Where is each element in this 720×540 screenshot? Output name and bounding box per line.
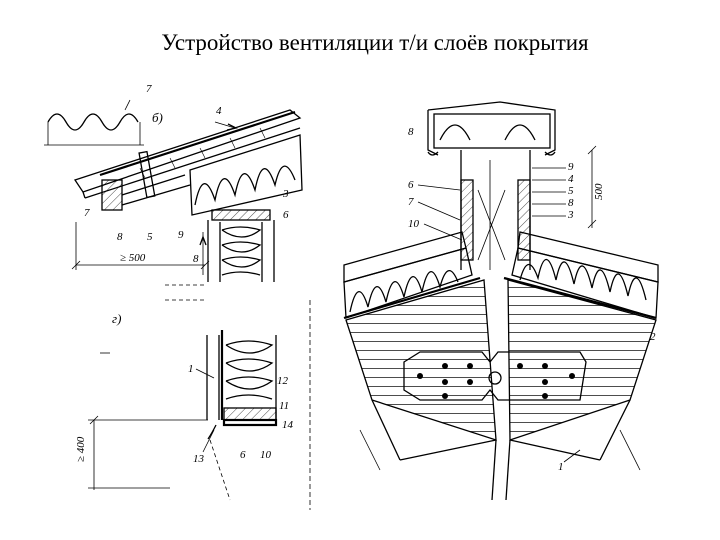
label-b-6: 6 (283, 209, 289, 221)
label-r-3: 3 (567, 209, 574, 221)
label-g-1: 1 (188, 363, 194, 375)
label-b-4: 4 (216, 105, 222, 117)
panel-label-b: б) (152, 110, 163, 125)
label-b-3: 3 (282, 188, 289, 200)
label-r-2: 2 (650, 331, 656, 343)
label-g-11: 11 (279, 400, 289, 412)
label-r-8b: 8 (568, 197, 574, 209)
detail-b: 7 б) 4 3 6 7 8 5 9 8 (44, 83, 303, 301)
ridge-detail: 8 9 4 5 8 3 500 6 7 10 (343, 101, 659, 501)
panel-label-g: г) (112, 311, 121, 326)
dimension-g: ≥ 400 (75, 436, 87, 462)
label-b-7b: 7 (84, 207, 90, 219)
detail-g: г) 1 12 11 14 13 6 10 ≥ 400 (75, 300, 311, 510)
label-b-7a: 7 (146, 83, 152, 95)
label-r-6: 6 (408, 179, 414, 191)
label-g-14: 14 (282, 419, 294, 431)
label-r-4: 4 (568, 173, 574, 185)
connection-plate (403, 351, 587, 401)
label-r-9: 9 (568, 161, 574, 173)
label-r-10: 10 (408, 218, 420, 230)
insulation-waves (194, 165, 296, 206)
label-b-5: 5 (147, 231, 153, 243)
label-g-13: 13 (193, 453, 205, 465)
label-g-10: 10 (260, 449, 272, 461)
diagram-title: Устройство вентиляции т/и слоёв покрытия (161, 30, 589, 55)
label-b-8b: 8 (193, 253, 199, 265)
label-r-5: 5 (568, 185, 574, 197)
bolts (417, 363, 575, 399)
label-r-1: 1 (558, 461, 564, 473)
label-b-8a: 8 (117, 231, 123, 243)
ridge-cap (427, 101, 556, 156)
label-r-7: 7 (408, 196, 414, 208)
corrugated-sheet-profile (47, 113, 139, 131)
label-g-12: 12 (277, 375, 289, 387)
label-b-9: 9 (178, 229, 184, 241)
dimension-b: ≥ 500 (120, 252, 146, 264)
label-g-6: 6 (240, 449, 246, 461)
label-r-8a: 8 (408, 126, 414, 138)
dimension-r: 500 (593, 183, 605, 200)
